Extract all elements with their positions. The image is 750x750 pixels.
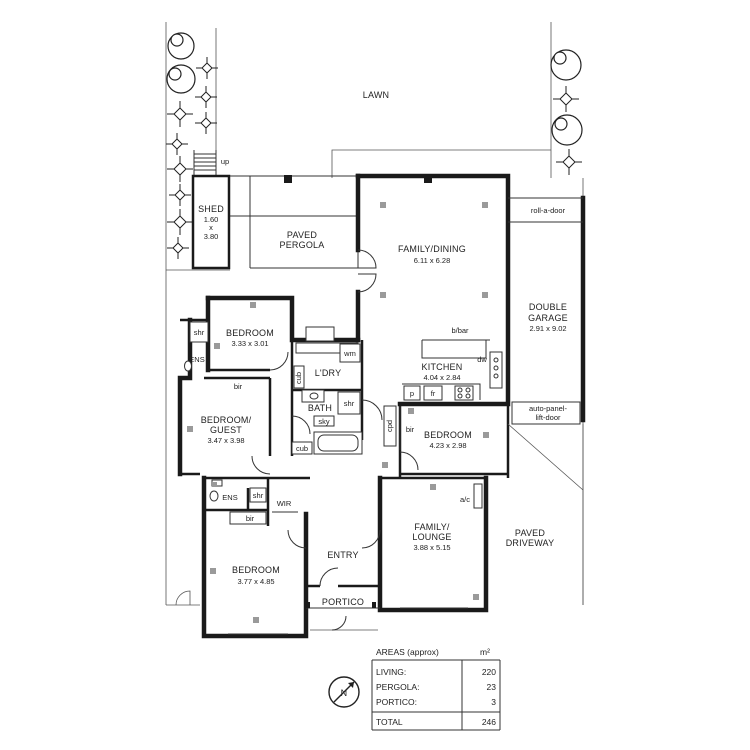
- family-lounge: FAMILY/ LOUNGE 3.88 x 5.15 a/c: [400, 483, 483, 609]
- lounge-label-line2: LOUNGE: [412, 532, 451, 542]
- bedroom-2: cpd bir BEDROOM 4.23 x 2.98: [361, 399, 489, 471]
- shed: SHED 1.60 x 3.80: [191, 174, 231, 270]
- bath-label: BATH: [308, 403, 332, 413]
- laundry-label: L'DRY: [315, 368, 342, 378]
- landscaping-right: [550, 49, 583, 175]
- entry-label: ENTRY: [327, 550, 358, 560]
- guest-dims: 3.47 x 3.98: [207, 436, 244, 445]
- garage-dims: 2.91 x 9.02: [529, 324, 566, 333]
- bedroom-guest: BEDROOM/ GUEST 3.47 x 3.98: [187, 376, 272, 475]
- driveway-label-line1: PAVED: [515, 528, 545, 538]
- steps-up-label: up: [221, 157, 229, 166]
- laundry-bath: wm cub L'DRY BATH shr sky cub: [290, 326, 364, 456]
- bedroom-1-label: BEDROOM: [226, 328, 274, 338]
- lounge-dims: 3.88 x 5.15: [413, 543, 450, 552]
- palm-icon: [553, 86, 579, 112]
- double-garage: roll-a-door DOUBLE GARAGE 2.91 x 9.02 au…: [507, 195, 586, 605]
- bedroom-1: BEDROOM 3.33 x 3.01 shr ENS bir: [184, 302, 289, 391]
- bedroom-1-dims: 3.33 x 3.01: [231, 339, 268, 348]
- ensuite-1-label: ENS: [189, 355, 204, 364]
- roll-a-door-label: roll-a-door: [531, 206, 566, 215]
- robe-2-label: bir: [246, 514, 255, 523]
- palm-icon: [196, 57, 218, 79]
- pergola: PAVED PERGOLA: [230, 175, 432, 269]
- areas-row-value: 220: [482, 667, 496, 677]
- robe-1-label: bir: [234, 382, 243, 391]
- areas-total-label: TOTAL: [376, 717, 403, 727]
- pergola-label-line2: PERGOLA: [280, 240, 325, 250]
- robe-mid-label: bir: [406, 425, 415, 434]
- air-con-label: a/c: [460, 495, 470, 504]
- areas-row-label: PERGOLA:: [376, 682, 419, 692]
- areas-row-label: PORTICO:: [376, 697, 417, 707]
- pergola-label-line1: PAVED: [287, 230, 317, 240]
- bath-shower-label: shr: [344, 399, 355, 408]
- master-bedroom-label: BEDROOM: [232, 565, 280, 575]
- exterior-walls: [177, 173, 511, 639]
- lawn-label: LAWN: [363, 90, 389, 100]
- kitchen: b/bar dw KITCHEN 4.04 x 2.84 p fr: [402, 326, 503, 401]
- auto-door-line2: lift-door: [535, 413, 561, 422]
- master-bedroom: ENS shr WIR bir BEDROOM 3.77 x 4.85: [204, 478, 307, 635]
- shed-width: 1.60: [204, 215, 219, 224]
- guest-label-line1: BEDROOM/: [201, 415, 252, 425]
- kitchen-label: KITCHEN: [422, 362, 463, 372]
- areas-row-value: 23: [487, 682, 497, 692]
- fridge-label: fr: [431, 389, 436, 398]
- portico-label: PORTICO: [322, 597, 364, 607]
- lounge-label-line1: FAMILY/: [414, 522, 450, 532]
- washing-machine-label: wm: [343, 349, 356, 358]
- areas-table: AREAS (approx) m² LIVING: 220 PERGOLA: 2…: [371, 647, 501, 731]
- palm-icon: [195, 86, 217, 108]
- entry-portico: ENTRY PORTICO: [306, 529, 381, 631]
- landscaping-left: [166, 32, 218, 259]
- shed-label: SHED: [198, 204, 224, 214]
- garage-label-line1: DOUBLE: [529, 302, 567, 312]
- compass-north-label: N: [341, 688, 348, 698]
- shower-2-label: shr: [253, 491, 264, 500]
- palm-icon: [167, 156, 193, 182]
- palm-icon: [167, 237, 189, 259]
- areas-row-label: LIVING:: [376, 667, 406, 677]
- compass: N: [328, 676, 360, 708]
- palm-icon: [167, 101, 193, 127]
- areas-total-value: 246: [482, 717, 496, 727]
- bath-cupboard-label: cub: [296, 444, 308, 453]
- laundry-cupboard-label: cub: [294, 372, 303, 384]
- areas-unit: m²: [480, 647, 490, 657]
- shed-x: x: [209, 223, 213, 232]
- palm-icon: [195, 112, 217, 134]
- driveway-label-line2: DRIVEWAY: [506, 538, 555, 548]
- guest-label-line2: GUEST: [210, 425, 242, 435]
- ensuite-2-label: ENS: [222, 493, 237, 502]
- bedroom-2-dims: 4.23 x 2.98: [429, 441, 466, 450]
- areas-title: AREAS (approx): [376, 647, 439, 657]
- garage-label-line2: GARAGE: [528, 313, 568, 323]
- palm-icon: [167, 209, 193, 235]
- pantry-label: p: [410, 389, 414, 398]
- family-dining-room: FAMILY/DINING 6.11 x 6.28: [357, 202, 488, 298]
- bedroom-2-label: BEDROOM: [424, 430, 472, 440]
- walk-in-robe-label: WIR: [277, 499, 292, 508]
- palm-icon: [169, 184, 191, 206]
- family-dining-dims: 6.11 x 6.28: [414, 256, 451, 265]
- palm-icon: [166, 133, 188, 155]
- areas-row-value: 3: [491, 697, 496, 707]
- shower-1-label: shr: [194, 328, 205, 337]
- family-dining-label: FAMILY/DINING: [398, 244, 466, 254]
- breakfast-bar-label: b/bar: [451, 326, 469, 335]
- steps: up: [193, 150, 229, 175]
- skylight-label: sky: [318, 417, 330, 426]
- kitchen-dims: 4.04 x 2.84: [423, 373, 460, 382]
- auto-door-line1: auto-panel-: [529, 404, 567, 413]
- cupboard-label: cpd: [385, 420, 394, 432]
- palm-icon: [556, 149, 582, 175]
- master-bedroom-dims: 3.77 x 4.85: [237, 577, 274, 586]
- shed-height: 3.80: [204, 232, 219, 241]
- dishwasher-label: dw: [477, 355, 487, 364]
